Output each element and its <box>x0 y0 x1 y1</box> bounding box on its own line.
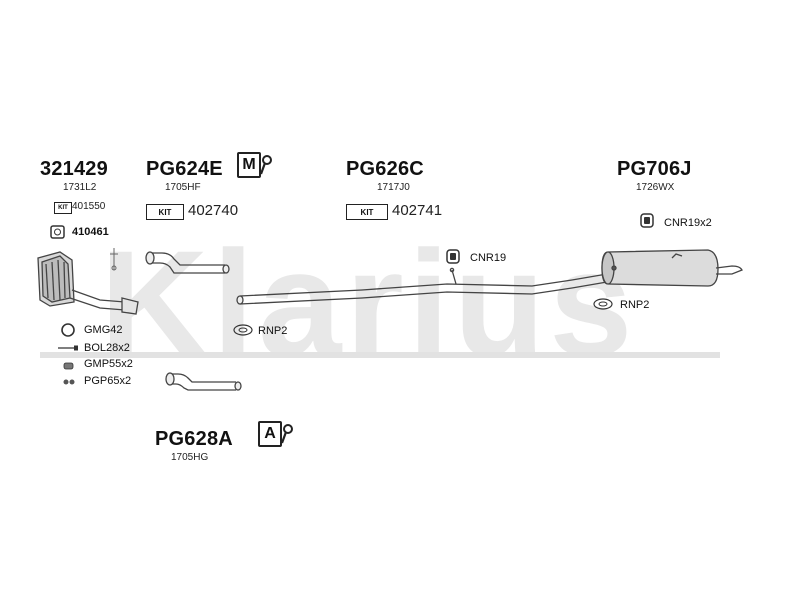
kit-badge-centre-pipe: KIT <box>346 204 388 220</box>
label-rnp-rear: RNP2 <box>620 299 650 311</box>
clamp-hook-icon <box>280 424 293 444</box>
watermark-underline <box>40 352 720 358</box>
front-pipe-icon <box>145 251 230 274</box>
kit-number-cat: 401550 <box>72 201 106 212</box>
m-badge-box: M <box>237 152 261 178</box>
a-badge: A <box>258 421 298 449</box>
centre-pipe-icon <box>236 267 608 305</box>
catalytic-converter-icon <box>37 248 139 315</box>
rnp-rear-icon <box>593 298 613 310</box>
label-sensor: 410461 <box>72 226 109 238</box>
label-cnr-mid: CNR19 <box>470 252 507 264</box>
part-number-front-pipe: PG624E <box>146 158 223 180</box>
oe-number-cat: 1731L2 <box>63 182 97 193</box>
clamp-hook-icon <box>259 155 272 175</box>
part-number-rear-box: PG706J <box>617 158 692 180</box>
label-gasket: GMG42 <box>84 324 123 336</box>
label-bolt: BOL28x2 <box>84 342 130 354</box>
bolt-icon <box>58 345 78 351</box>
oe-number-front-pipe: 1705HF <box>165 182 201 193</box>
cnr-rear-icon <box>640 213 654 228</box>
cnr-mid-icon <box>446 249 460 264</box>
part-number-centre-pipe: PG626C <box>346 158 424 180</box>
a-badge-box: A <box>258 421 282 447</box>
gasket-ring-icon <box>61 323 75 337</box>
part-number-alt-pipe: PG628A <box>155 428 233 450</box>
gmp-icon <box>63 362 74 370</box>
oe-number-alt-pipe: 1705HG <box>171 452 209 463</box>
kit-number-front-pipe: 402740 <box>188 202 239 219</box>
pgp-icon <box>63 379 75 385</box>
rnp-front-icon <box>233 324 253 336</box>
m-badge: M <box>237 152 275 180</box>
part-number-cat: 321429 <box>40 158 108 180</box>
label-cnr-rear: CNR19x2 <box>664 217 712 229</box>
rear-silencer-icon <box>601 249 743 287</box>
label-rnp-front: RNP2 <box>258 325 288 337</box>
gasket-square-icon <box>50 225 65 239</box>
kit-badge-cat: KIT <box>54 202 72 214</box>
alt-pipe-icon <box>165 372 242 391</box>
kit-number-centre-pipe: 402741 <box>392 202 443 219</box>
label-gmp: GMP55x2 <box>84 358 133 370</box>
kit-badge-front-pipe: KIT <box>146 204 184 220</box>
oe-number-centre-pipe: 1717J0 <box>377 182 410 193</box>
label-pgp: PGP65x2 <box>84 375 132 387</box>
oe-number-rear-box: 1726WX <box>636 182 675 193</box>
